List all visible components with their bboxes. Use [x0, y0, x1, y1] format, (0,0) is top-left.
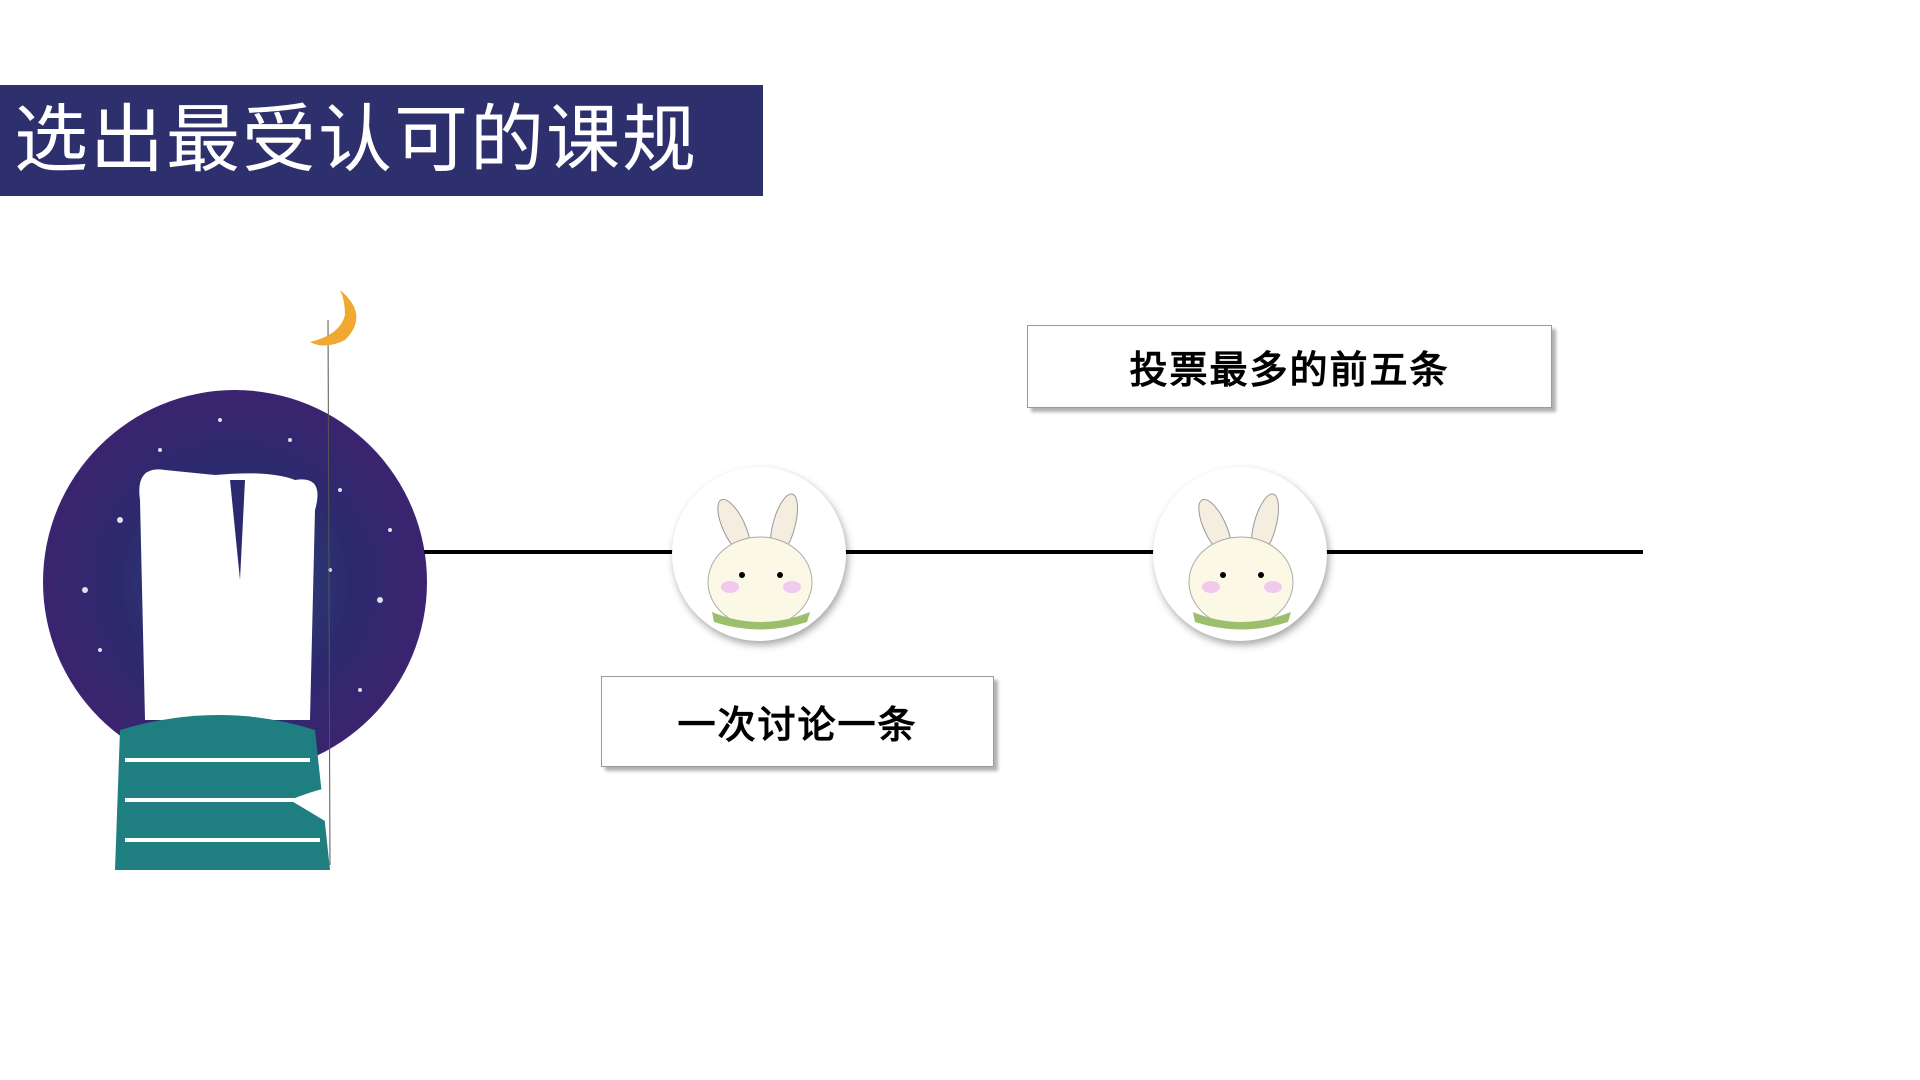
bunny-icon [1188, 493, 1294, 630]
timeline-line [424, 550, 1643, 554]
step-label-1: 一次讨论一条 [601, 676, 994, 767]
moon-icon [310, 290, 357, 346]
step-node-2 [1153, 467, 1327, 641]
bear-illustration [43, 290, 427, 870]
slide-title: 选出最受认可的课规 [0, 85, 763, 196]
step-label-2: 投票最多的前五条 [1027, 325, 1552, 408]
bunny-icon [707, 493, 813, 630]
step-node-1 [672, 467, 846, 641]
